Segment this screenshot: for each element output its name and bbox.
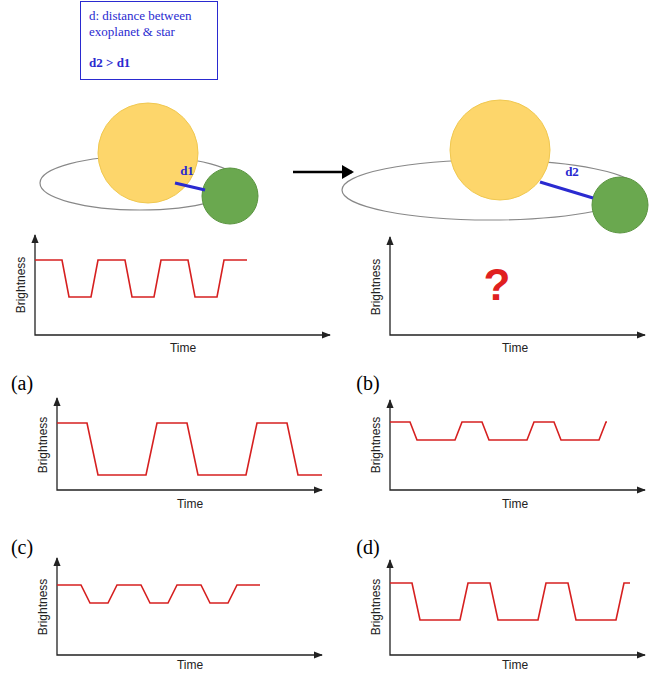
light-curve <box>57 585 260 603</box>
chart-axes <box>57 558 322 655</box>
option-label: (d) <box>356 536 379 559</box>
chart-axes <box>390 400 645 490</box>
light-curve <box>35 260 247 297</box>
option-label: (c) <box>11 536 33 559</box>
axis-label-x: Time <box>177 659 203 673</box>
axis-label-x: Time <box>502 342 528 356</box>
axis-label-y: Brightness <box>370 579 384 636</box>
arrow-head <box>342 165 354 179</box>
relation-text: d2 > d1 <box>89 55 209 71</box>
axis-label-y: Brightness <box>15 257 29 314</box>
option-label: (a) <box>11 372 33 395</box>
chart-axes <box>35 235 330 335</box>
star <box>450 100 550 200</box>
axis-label-x: Time <box>177 498 203 512</box>
axis-label-x: Time <box>170 342 196 356</box>
axis-label-y: Brightness <box>37 417 51 474</box>
definition-text: d: distance between exoplanet & star <box>89 8 209 39</box>
chart-axes <box>390 560 645 655</box>
chart-axes <box>390 237 645 335</box>
question-mark: ? <box>484 260 511 311</box>
axis-label-x: Time <box>502 659 528 673</box>
distance-line <box>540 182 593 198</box>
definition-box: d: distance between exoplanet & star d2 >… <box>80 1 218 80</box>
axis-label-y: Brightness <box>370 259 384 316</box>
distance-label: d2 <box>565 165 579 180</box>
exoplanet <box>202 168 258 224</box>
exoplanet <box>592 177 648 233</box>
star <box>98 103 198 203</box>
axis-label-y: Brightness <box>37 579 51 636</box>
axis-label-y: Brightness <box>370 417 384 474</box>
axis-label-x: Time <box>502 498 528 512</box>
chart-axes <box>57 398 322 490</box>
light-curve <box>390 583 630 620</box>
option-label: (b) <box>356 372 379 395</box>
light-curve <box>390 422 607 440</box>
distance-line <box>175 183 205 190</box>
distance-label: d1 <box>180 164 194 179</box>
light-curve <box>57 423 322 475</box>
